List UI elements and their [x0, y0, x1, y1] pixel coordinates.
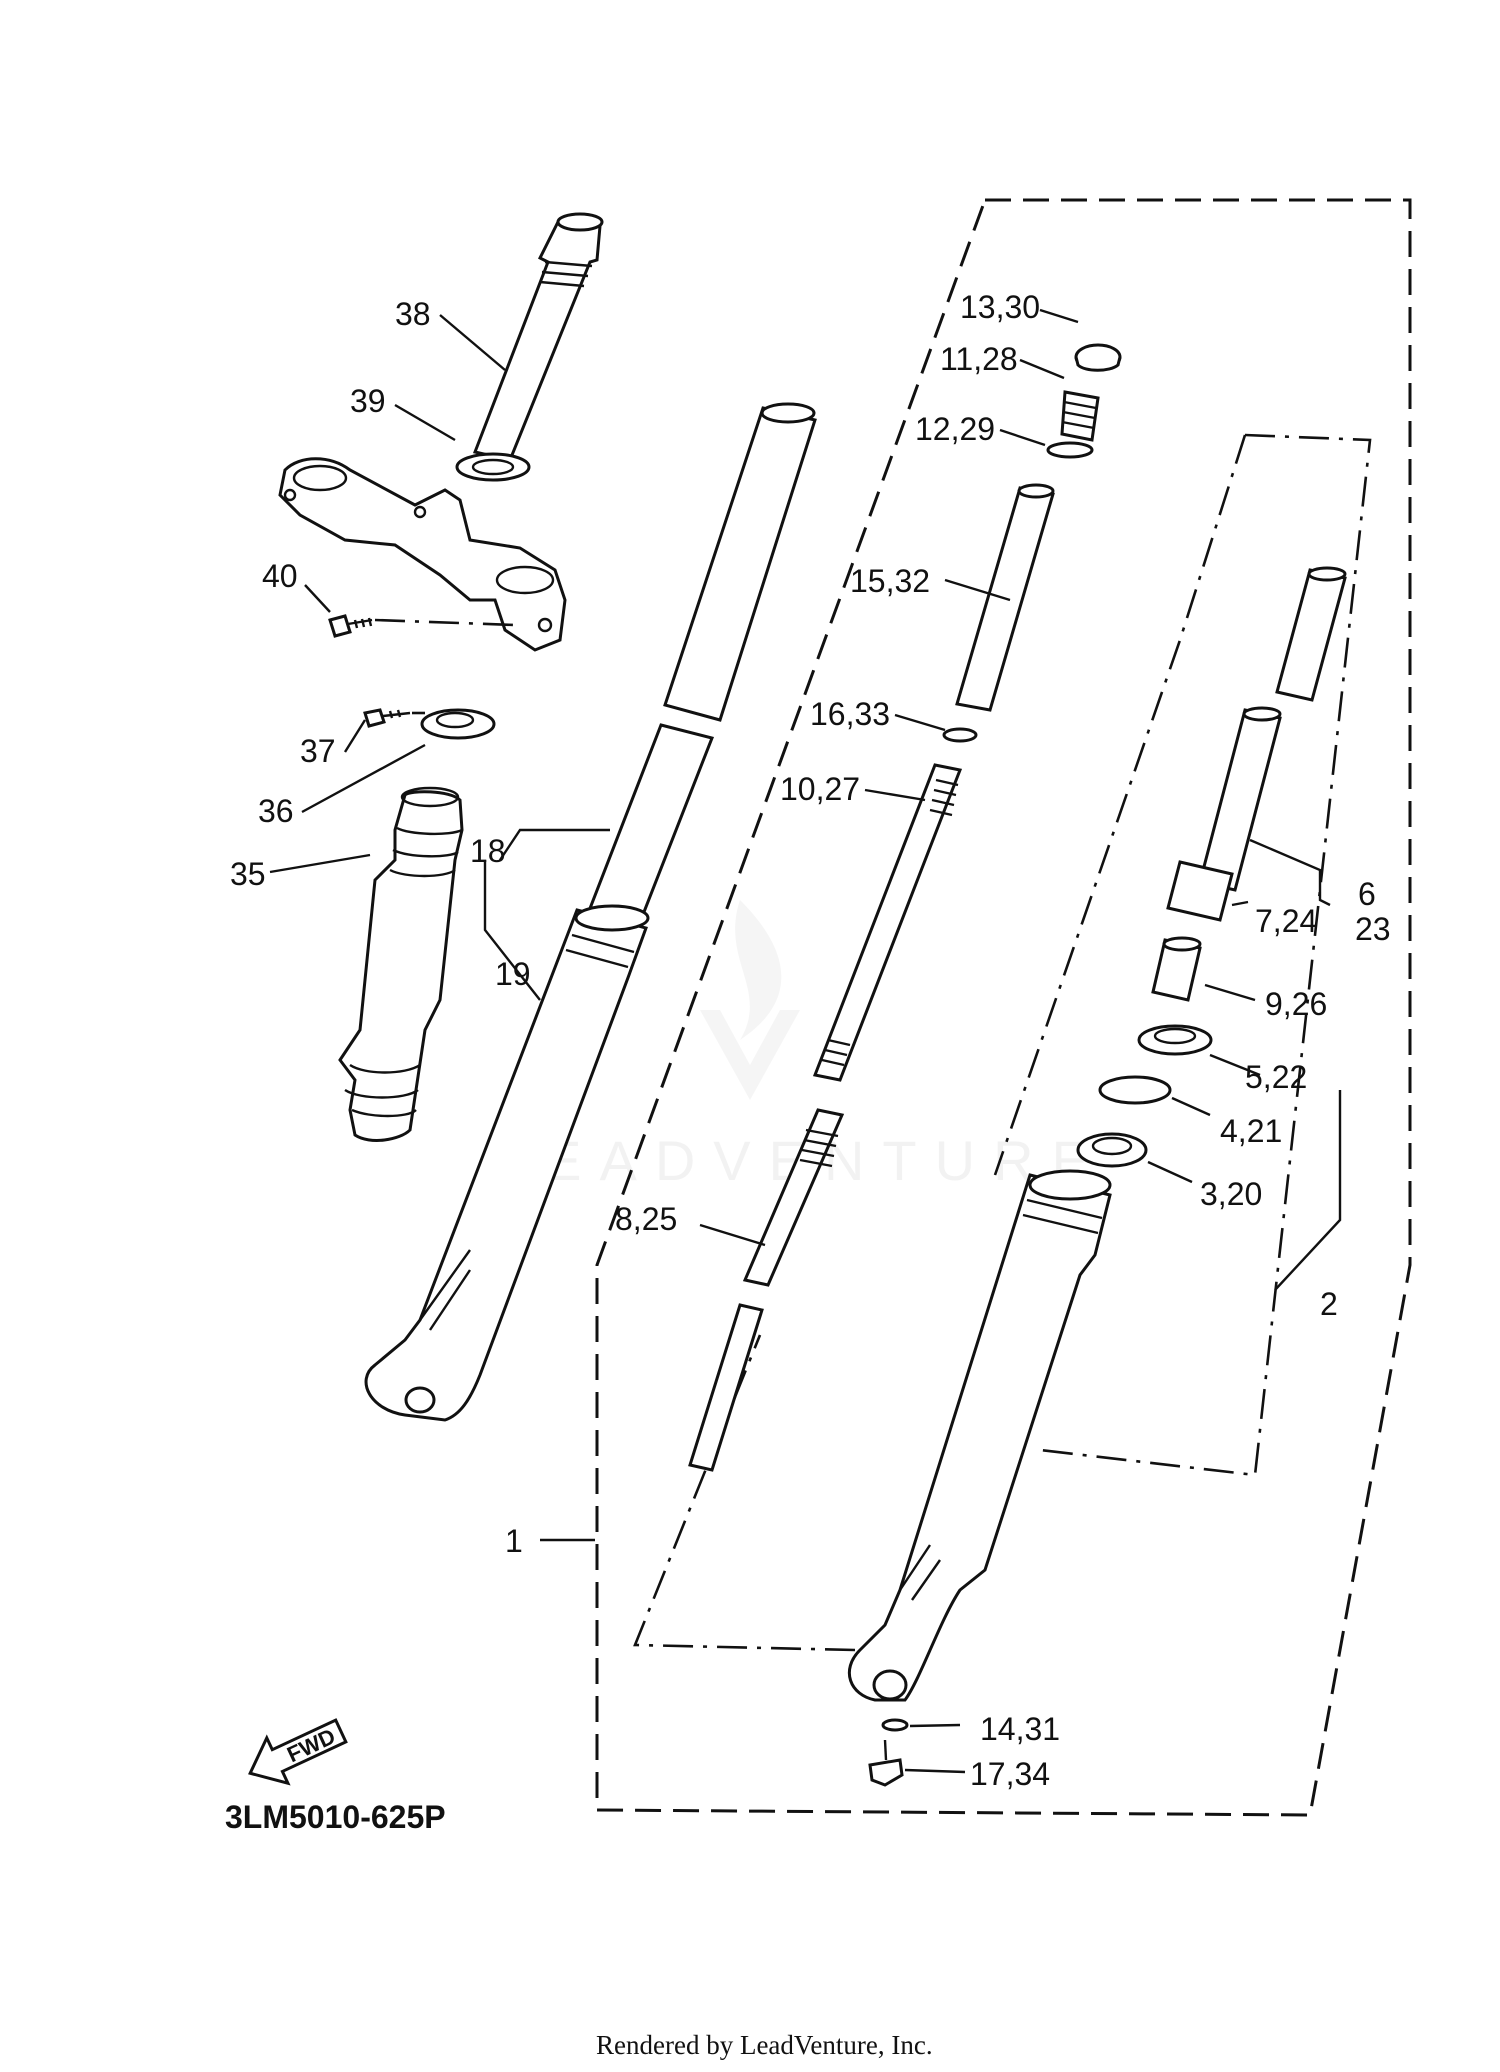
callout-36: 36 — [258, 793, 294, 829]
callout-9-26: 9,26 — [1265, 986, 1327, 1022]
inner-tube-18 — [663, 406, 817, 722]
washer-39 — [455, 452, 531, 482]
fwd-arrow: FWD — [248, 1718, 348, 1786]
damper-internal-group — [688, 343, 1122, 1472]
callout-10-27: 10,27 — [780, 771, 860, 807]
callout-3-20: 3,20 — [1200, 1176, 1262, 1212]
callout-17-34: 17,34 — [970, 1756, 1050, 1792]
assembly-2-boundary-left — [993, 434, 1247, 1176]
footer-credit: Rendered by LeadVenture, Inc. — [596, 2030, 933, 2060]
callout-8-25: 8,25 — [615, 1201, 677, 1237]
callout-19: 19 — [495, 956, 531, 992]
bolt-40 — [328, 614, 352, 638]
spring-seat-upper — [1275, 568, 1347, 702]
washer-14-31 — [881, 1718, 909, 1732]
callout-39: 39 — [350, 383, 386, 419]
callout-40: 40 — [262, 558, 298, 594]
fork-spring-10-27 — [812, 763, 963, 1082]
bolt-17-34 — [868, 1758, 904, 1787]
washer-16-33 — [942, 727, 978, 743]
damper-rod-lower — [688, 1303, 764, 1472]
damper-group-boundary — [633, 1334, 856, 1652]
fork-boot-35 — [338, 790, 464, 1142]
callout-35: 35 — [230, 856, 266, 892]
callout-13-30: 13,30 — [960, 289, 1040, 325]
fork-assembly-left — [364, 402, 817, 1422]
piston-ring-7-24 — [1166, 860, 1234, 922]
callout-16-33: 16,33 — [810, 696, 890, 732]
screw-37 — [363, 708, 386, 728]
callout-labels: 38 39 40 37 36 35 18 19 1 13,30 11,28 12… — [230, 289, 1391, 1792]
steering-stem-assembly — [278, 212, 604, 652]
callout-2: 2 — [1320, 1286, 1338, 1322]
o-ring-12-29 — [1046, 441, 1094, 459]
callout-4-21: 4,21 — [1220, 1113, 1282, 1149]
outer-tube-19 — [364, 908, 648, 1422]
fwd-arrow-icon — [248, 1718, 348, 1786]
cylinder-6-23 — [1198, 708, 1282, 892]
callout-7-24: 7,24 — [1255, 903, 1317, 939]
callout-38: 38 — [395, 296, 431, 332]
callout-12-29: 12,29 — [915, 411, 995, 447]
callout-6: 6 — [1358, 876, 1376, 912]
fork-boot-group — [338, 708, 496, 1142]
outer-tube-2 — [847, 1173, 1112, 1702]
callout-14-31: 14,31 — [980, 1711, 1060, 1747]
callout-1: 1 — [505, 1523, 523, 1559]
steering-stem-38 — [472, 220, 602, 462]
leader-lines — [269, 308, 1342, 1774]
callout-11-28: 11,28 — [940, 341, 1018, 377]
assembly-2-boundary — [1039, 433, 1372, 1477]
callout-18: 18 — [470, 833, 506, 869]
drawing-number: 3LM5010-625P — [225, 1799, 446, 1835]
stopper-ring-4-21 — [1098, 1075, 1172, 1105]
callout-15-32: 15,32 — [850, 563, 930, 599]
under-bracket — [278, 457, 567, 652]
callout-23: 23 — [1355, 911, 1391, 947]
assembly-1-boundary — [595, 198, 1412, 1817]
callout-37: 37 — [300, 733, 336, 769]
fork-assembly-right — [847, 566, 1347, 1787]
callout-5-22: 5,22 — [1245, 1059, 1307, 1095]
